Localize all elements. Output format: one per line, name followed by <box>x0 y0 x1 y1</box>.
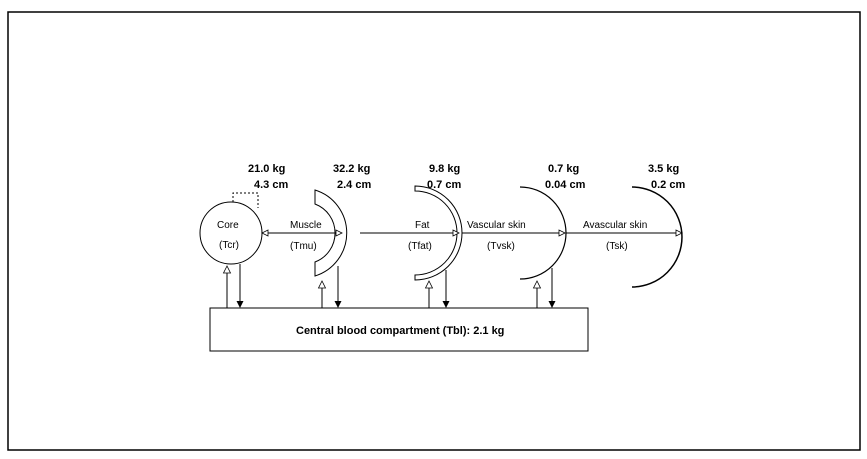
vascular-skin-name-label: Vascular skin <box>467 220 526 231</box>
fat-symbol-label: (Tfat) <box>408 241 432 252</box>
up-arrow-muscle <box>317 280 327 289</box>
muscle-shell <box>314 189 348 277</box>
muscle-size-label: 2.4 cm <box>337 179 371 191</box>
core-circle <box>199 201 263 265</box>
avascular-skin-mass-label: 3.5 kg <box>648 163 679 175</box>
core-size-label: 4.3 cm <box>254 179 288 191</box>
fat-name-label: Fat <box>415 220 430 231</box>
muscle-mass-label: 32.2 kg <box>333 163 370 175</box>
up-arrow-core <box>222 265 232 274</box>
down-arrow-vskin <box>548 301 556 308</box>
core-symbol-label: (Tcr) <box>219 240 239 251</box>
arrowhead-right-muscle <box>335 229 343 237</box>
avascular-skin-arc <box>631 186 683 288</box>
blood-exchange-arrows <box>222 264 556 308</box>
core-radius-indicator <box>232 192 259 208</box>
conduction-arrows <box>261 229 683 237</box>
avascular-skin-name-label: Avascular skin <box>583 220 647 231</box>
arrowhead-right-fat <box>452 229 460 237</box>
outer-frame <box>7 11 861 451</box>
core-mass-label: 21.0 kg <box>248 163 285 175</box>
arrowhead-right-vskin <box>558 229 566 237</box>
down-arrow-fat <box>442 301 450 308</box>
avascular-skin-symbol-label: (Tsk) <box>606 241 628 252</box>
blood-compartment-box <box>209 307 589 352</box>
vascular-skin-symbol-label: (Tvsk) <box>487 241 515 252</box>
vascular-skin-mass-label: 0.7 kg <box>548 163 579 175</box>
vascular-skin-size-label: 0.04 cm <box>545 179 586 191</box>
core-name-label: Core <box>217 220 239 231</box>
arrowhead-right-askin <box>675 229 683 237</box>
blood-compartment-label: Central blood compartment (Tbl): 2.1 kg <box>296 325 504 337</box>
up-arrow-fat <box>424 280 434 289</box>
down-arrow-muscle <box>334 301 342 308</box>
arrowhead-left-core <box>261 229 269 237</box>
up-arrow-vskin <box>532 280 542 289</box>
fat-shell <box>414 185 463 281</box>
muscle-symbol-label: (Tmu) <box>290 241 317 252</box>
muscle-name-label: Muscle <box>290 220 322 231</box>
fat-mass-label: 9.8 kg <box>429 163 460 175</box>
fat-size-label: 0.7 cm <box>427 179 461 191</box>
down-arrow-core <box>236 301 244 308</box>
avascular-skin-size-label: 0.2 cm <box>651 179 685 191</box>
